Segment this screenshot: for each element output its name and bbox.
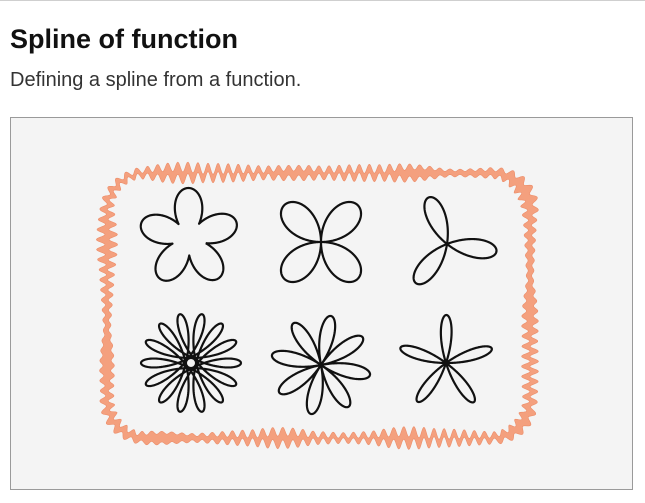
page-title: Spline of function xyxy=(10,24,238,54)
canvas-svg xyxy=(96,161,539,450)
curve-group xyxy=(139,186,498,416)
curve-hypotrochoid xyxy=(139,313,243,413)
top-divider xyxy=(0,0,645,1)
curve-rose-five xyxy=(399,313,493,404)
curve-rose-eight xyxy=(270,314,372,416)
page-subtitle: Defining a spline from a function. xyxy=(10,69,302,91)
curve-rose-five-overlap xyxy=(139,186,238,282)
drawing-canvas[interactable] xyxy=(10,117,633,490)
curve-rose-four xyxy=(279,200,363,284)
curve-rose-three xyxy=(412,196,498,286)
wavy-border-spline xyxy=(96,161,539,450)
